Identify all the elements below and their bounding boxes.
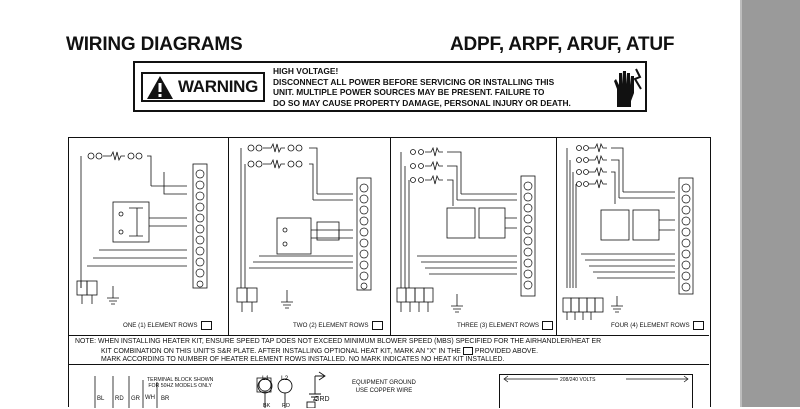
equipment-ground-line: USE COPPER WIRE [355, 387, 413, 394]
document-page: WIRING DIAGRAMS ADPF, ARPF, ARUF, ATUF W… [66, 34, 711, 409]
voltage-label: 208/240 VOLTS [560, 377, 596, 383]
terminal-block: TERMINAL BLOCK SHOWN FOR 50HZ MODELS ONL… [85, 366, 285, 408]
wire-label: BR [161, 396, 170, 402]
wire-label: GR [131, 396, 140, 402]
wiring-schematic-two [236, 142, 372, 312]
diagram-caption-text: FOUR (4) ELEMENT ROWS [611, 322, 690, 330]
equipment-ground-note: EQUIPMENT GROUND USE COPPER WIRE [352, 380, 416, 395]
note-text: PROVIDED ABOVE. [474, 347, 539, 355]
warning-badge: WARNING [141, 72, 265, 102]
diagram-caption: ONE (1) ELEMENT ROWS [123, 321, 212, 330]
terminal-section: TERMINAL BLOCK SHOWN FOR 50HZ MODELS ONL… [69, 366, 709, 409]
note-line: MARK ACCORDING TO NUMBER OF HEATER ELEME… [101, 356, 505, 364]
note-checkbox-icon [462, 346, 473, 355]
diagram-caption-text: TWO (2) ELEMENT ROWS [293, 322, 369, 330]
diagram-panel-four-row: FOUR (4) ELEMENT ROWS [557, 138, 709, 335]
wiring-schematic-three [396, 146, 536, 313]
voltage-bracket: 208/240 VOLTS [499, 374, 693, 408]
wire-label: BK [263, 403, 271, 409]
warning-line: DO SO MAY CAUSE PROPERTY DAMAGE, PERSONA… [273, 97, 571, 108]
terminal-caption: TERMINAL BLOCK SHOWN FOR 50HZ MODELS ONL… [147, 377, 213, 389]
wiring-diagram-frame: ONE (1) ELEMENT ROWS [68, 137, 711, 409]
wire-label: WH [145, 395, 155, 401]
note-line: NOTE: WHEN INSTALLING HEATER KIT, ENSURE… [75, 338, 602, 345]
wire-label: RD [115, 396, 124, 402]
note-line: KIT COMBINATION ON THIS UNIT'S S&R PLATE… [75, 346, 705, 356]
ground-label: GRD [314, 396, 330, 403]
page-margin-bar [740, 0, 800, 407]
wiring-schematic-four [562, 142, 694, 320]
element-row-checkbox[interactable] [542, 321, 554, 330]
diagram-panel-three-row: THREE (3) ELEMENT ROWS [391, 138, 557, 335]
terminal-caption-line: TERMINAL BLOCK SHOWN [147, 377, 214, 383]
terminal-l1-label: L1 [262, 375, 270, 382]
terminal-caption-line: FOR 50HZ MODELS ONLY [148, 383, 212, 389]
diagram-caption-text: THREE (3) ELEMENT ROWS [457, 322, 540, 330]
installation-note: NOTE: WHEN INSTALLING HEATER KIT, ENSURE… [69, 335, 709, 365]
model-numbers: ADPF, ARPF, ARUF, ATUF [450, 34, 675, 55]
element-row-checkbox[interactable] [371, 321, 383, 330]
wire-label: BL [97, 396, 105, 402]
terminal-l2-label: L2 [281, 375, 289, 382]
electric-shock-hand-icon [614, 68, 642, 107]
element-row-checkbox[interactable] [692, 321, 704, 330]
warning-triangle-icon [147, 75, 173, 99]
terminal-block-drawing [94, 376, 272, 408]
warning-box: WARNING HIGH VOLTAGE! DISCONNECT ALL POW… [133, 61, 647, 112]
equipment-ground-line: EQUIPMENT GROUND [352, 380, 416, 386]
diagram-panel-one-row: ONE (1) ELEMENT ROWS [69, 138, 229, 335]
element-row-checkbox[interactable] [200, 321, 212, 330]
warning-line: UNIT. MULTIPLE POWER SOURCES MAY BE PRES… [273, 87, 545, 98]
wiring-schematic-one [76, 150, 208, 305]
note-text: KIT COMBINATION ON THIS UNIT'S S&R PLATE… [101, 347, 461, 355]
diagram-caption: FOUR (4) ELEMENT ROWS [611, 321, 704, 330]
voltage-arrow [503, 375, 689, 383]
power-terminals [257, 371, 326, 408]
page-title: WIRING DIAGRAMS [66, 34, 243, 55]
warning-line: HIGH VOLTAGE! [273, 66, 339, 76]
diagram-row: ONE (1) ELEMENT ROWS [69, 138, 709, 335]
warning-label: WARNING [178, 77, 259, 96]
diagram-caption: TWO (2) ELEMENT ROWS [293, 321, 383, 330]
diagram-caption: THREE (3) ELEMENT ROWS [457, 321, 554, 330]
diagram-caption-text: ONE (1) ELEMENT ROWS [123, 322, 198, 330]
warning-line: DISCONNECT ALL POWER BEFORE SERVICING OR… [273, 76, 555, 87]
diagram-panel-two-row: TWO (2) ELEMENT ROWS [229, 138, 391, 335]
wire-label: RD [282, 403, 290, 409]
warning-text: HIGH VOLTAGE! DISCONNECT ALL POWER BEFOR… [273, 66, 571, 108]
